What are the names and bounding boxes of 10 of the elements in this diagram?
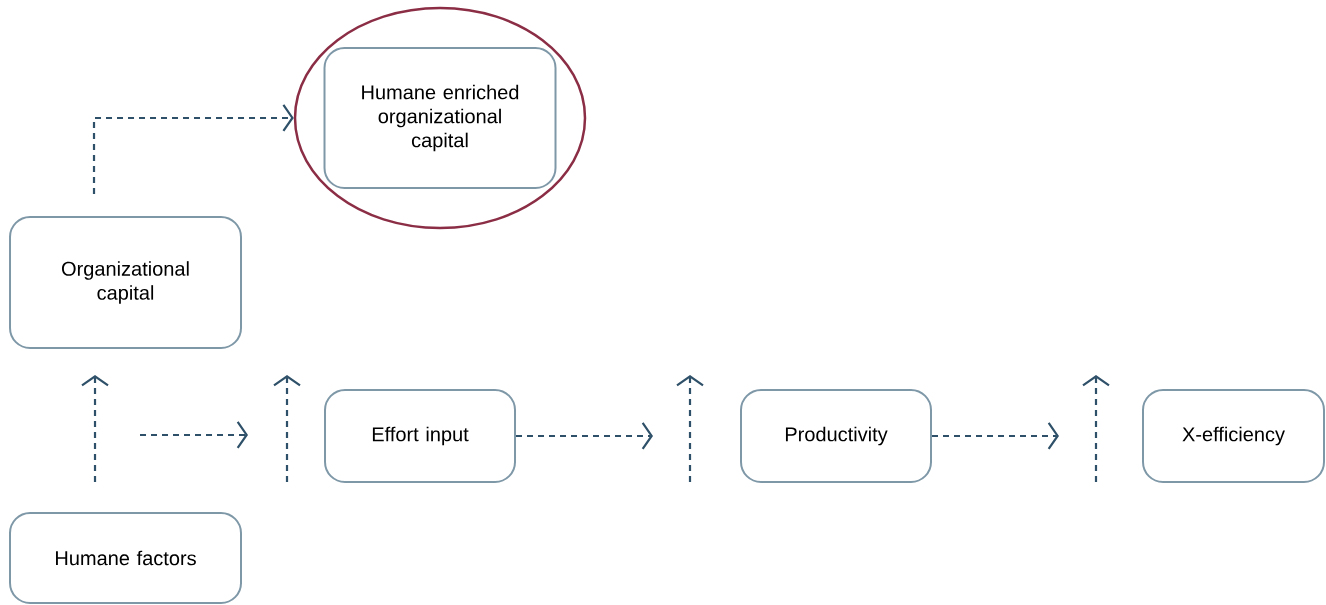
process-box: X-efficiency [1142,389,1325,483]
arrow [932,422,1059,450]
process-box: Humane factors [9,512,242,604]
process-box: Humane enriched organizational capital [323,47,557,189]
process-box: Productivity [740,389,932,483]
arrow [516,422,653,450]
highlight-ellipse [293,6,587,230]
process-box: Organizational capital [9,216,242,349]
arrow [92,104,294,194]
process-box: Effort input [324,389,516,483]
